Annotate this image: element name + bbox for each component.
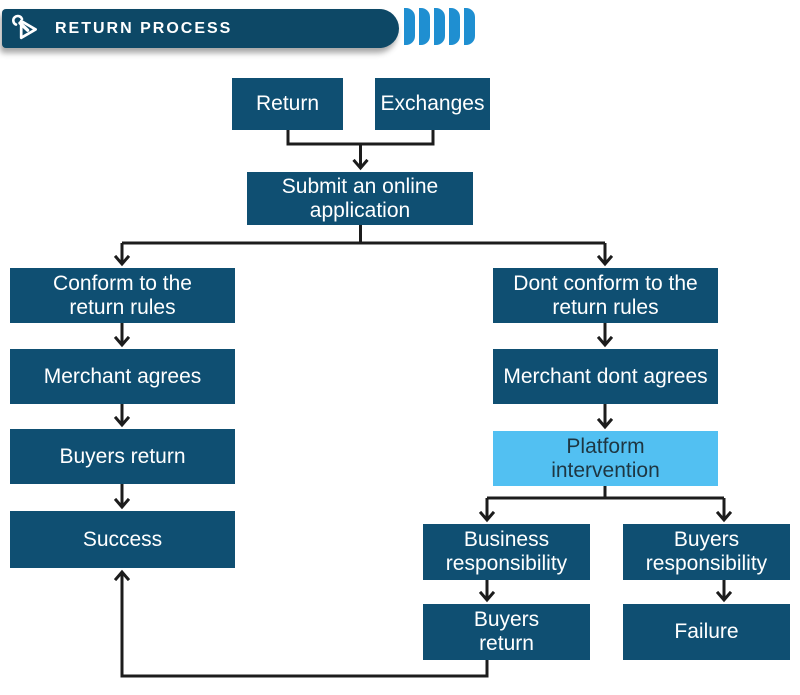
flow-node-exchanges: Exchanges <box>375 78 490 130</box>
banner-chevron <box>449 8 460 45</box>
wrench-play-icon <box>12 14 37 39</box>
banner-chevron <box>464 8 475 45</box>
flow-node-platform-intervention: Platform intervention <box>493 431 718 486</box>
flow-node-submit-application: Submit an online application <box>247 172 473 225</box>
flow-node-return: Return <box>232 78 343 130</box>
header-banner: RETURN PROCESS <box>2 9 399 48</box>
banner-chevron <box>404 8 415 45</box>
flow-node-buyers-responsibility: Buyers responsibility <box>623 524 790 580</box>
flow-node-business-responsibility: Business responsibility <box>423 524 590 580</box>
flow-node-dont-conform-rules: Dont conform to the return rules <box>493 268 718 323</box>
flow-node-buyers-return-left: Buyers return <box>10 429 235 484</box>
banner-chevron <box>434 8 445 45</box>
banner-chevron <box>419 8 430 45</box>
page-title: RETURN PROCESS <box>55 19 233 37</box>
flow-node-success: Success <box>10 511 235 568</box>
flow-node-conform-rules: Conform to the return rules <box>10 268 235 323</box>
flow-node-buyers-return-right: Buyers return <box>423 604 590 660</box>
flow-node-failure: Failure <box>623 604 790 660</box>
flow-node-merchant-agrees: Merchant agrees <box>10 349 235 404</box>
flow-node-merchant-dont-agrees: Merchant dont agrees <box>493 349 718 404</box>
